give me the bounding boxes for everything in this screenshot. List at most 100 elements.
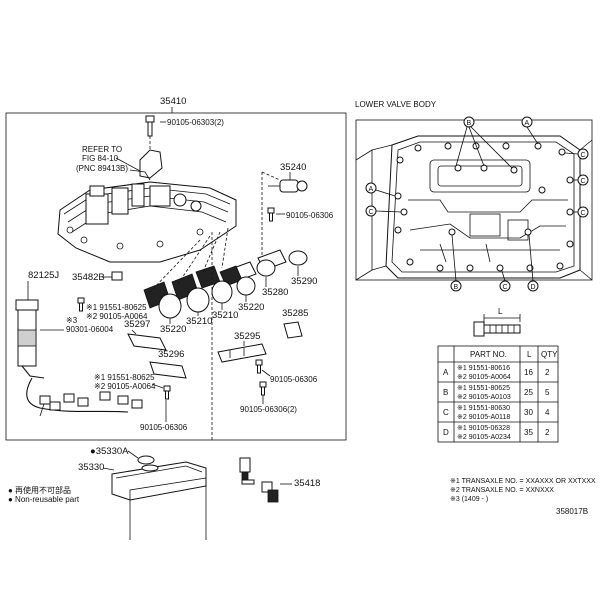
bolt-table xyxy=(437,345,559,443)
figure-code: 358017B xyxy=(556,507,588,516)
legend-non-reusable-en: ● Non-reusable part xyxy=(8,495,80,504)
plate-35296-icon xyxy=(149,361,187,379)
label-bolt-b1: ※1 91551-80625 xyxy=(94,373,155,382)
label-bolt-a1: ※1 91551-80625 xyxy=(86,303,147,312)
table-row-key: A xyxy=(443,368,449,377)
label-bolt-a2: ※2 90105-A0064 xyxy=(86,312,148,321)
svg-text:C: C xyxy=(503,284,508,291)
label-35280: 35280 xyxy=(262,287,288,298)
bolt-b-icon xyxy=(163,385,171,400)
shift-valve-35418-icon xyxy=(239,457,279,503)
callout-C-right-2: C xyxy=(573,174,589,186)
bolt-right-icon xyxy=(267,207,275,222)
table-row-l: 16 xyxy=(524,368,533,377)
label-bolt-right: 90105-06306 xyxy=(286,211,334,220)
label-35410: 35410 xyxy=(160,96,186,107)
note-3: ※3 (1409 - ) xyxy=(450,496,488,503)
clip-35482B-icon xyxy=(111,271,123,281)
svg-text:A: A xyxy=(525,120,530,127)
label-bolt-mid: 90105-06306 xyxy=(270,375,318,384)
label-35418: 35418 xyxy=(294,478,320,489)
plate-35297-icon xyxy=(127,333,167,351)
label-35330: 35330 xyxy=(78,462,104,473)
table-row-l: 35 xyxy=(524,428,533,437)
label-35220-right: 35220 xyxy=(238,302,264,313)
label-ref3: ※3 xyxy=(66,316,78,325)
bolt-length-diagram xyxy=(473,314,521,337)
svg-text:D: D xyxy=(531,284,536,291)
solenoid-35220-right-icon xyxy=(219,265,256,296)
top-bolt-icon xyxy=(145,115,155,137)
label-35210-left: 35210 xyxy=(186,316,212,327)
table-row-qty: 2 xyxy=(545,428,550,437)
table-row-part-1: ※1 90105-06328 xyxy=(457,425,510,432)
valve-body-assembly xyxy=(57,149,237,263)
label-82125J: 82125J xyxy=(28,270,59,281)
svg-text:C: C xyxy=(581,152,586,159)
table-row-key: B xyxy=(443,388,448,397)
table-row-qty: 2 xyxy=(545,368,550,377)
bolt-mid2-icon xyxy=(259,381,267,396)
solenoid-35220-left-icon xyxy=(143,281,182,319)
svg-text:A: A xyxy=(369,186,374,193)
callout-B-top: B xyxy=(455,116,513,169)
table-row-l: 30 xyxy=(524,408,533,417)
legend-non-reusable-jp: ● 再使用不可部品 xyxy=(8,485,71,495)
label-35297: 35297 xyxy=(124,319,150,330)
label-35240: 35240 xyxy=(280,162,306,173)
lower-valve-body-title: LOWER VALVE BODY xyxy=(355,100,437,109)
bolt-mid-icon xyxy=(255,359,263,374)
callout-A-left: A xyxy=(365,182,396,197)
svg-text:B: B xyxy=(454,284,459,291)
refer-line-1: REFER TO xyxy=(82,145,122,154)
bolt-a-icon xyxy=(77,297,85,312)
table-row-part-1: ※1 91551-80630 xyxy=(457,405,510,412)
oring-35330A-icon xyxy=(137,455,155,465)
table-row-key: D xyxy=(443,428,449,437)
label-35290: 35290 xyxy=(291,276,317,287)
label-35482B: 35482B xyxy=(72,272,105,283)
svg-text:B: B xyxy=(467,120,472,127)
callout-C-left: C xyxy=(365,205,402,217)
label-harness-pn: 90301-06004 xyxy=(66,325,114,334)
callout-C-right-3: C xyxy=(573,206,589,218)
note-2: ※2 TRANSAXLE NO. = XXNXXX xyxy=(450,487,554,494)
label-35285: 35285 xyxy=(282,308,308,319)
svg-text:C: C xyxy=(369,209,374,216)
oil-strainer-icon xyxy=(111,461,207,501)
table-row-qty: 5 xyxy=(545,388,550,397)
lower-valve-body-drawing xyxy=(355,119,593,281)
bolt-dimension-l: L xyxy=(498,307,503,316)
svg-text:C: C xyxy=(581,178,586,185)
label-bolt-b2: ※2 90105-A0064 xyxy=(94,382,156,391)
table-row-part-2: ※2 90105-A0118 xyxy=(457,414,510,421)
table-row-key: C xyxy=(443,408,449,417)
plate-35285-icon xyxy=(283,321,303,339)
svg-text:C: C xyxy=(581,210,586,217)
table-header-qty: QTY xyxy=(541,350,558,359)
label-35295: 35295 xyxy=(234,331,260,342)
table-row-part-2: ※2 90105-A0064 xyxy=(457,374,511,381)
table-row-qty: 4 xyxy=(545,408,550,417)
table-header-part-no: PART NO. xyxy=(470,350,507,359)
table-row-part-1: ※1 91551-80625 xyxy=(457,385,510,392)
label-35220-left: 35220 xyxy=(160,324,186,335)
label-35210-right: 35210 xyxy=(212,310,238,321)
main-frame xyxy=(5,112,347,441)
label-35296: 35296 xyxy=(158,349,184,360)
solenoid-35210-right-icon xyxy=(195,265,233,304)
table-row-part-2: ※2 90105-A0103 xyxy=(457,394,511,401)
refer-line-3: (PNC 89413B) xyxy=(76,164,128,173)
label-35330A: ●35330A xyxy=(90,446,129,457)
label-bolt-bottom: 90105-06306 xyxy=(140,423,188,432)
callout-C-right-1: C xyxy=(564,148,589,160)
table-row-part-2: ※2 90105-A0234 xyxy=(457,434,511,441)
refer-line-2: FIG 84-10 xyxy=(82,154,119,163)
solenoid-35240-icon xyxy=(268,179,308,193)
table-row-l: 25 xyxy=(524,388,533,397)
plate-35295-icon xyxy=(217,343,267,363)
callout-B-bottom-1: B xyxy=(450,234,462,292)
callout-D-bottom: D xyxy=(527,234,539,292)
table-row-part-1: ※1 91551-80616 xyxy=(457,365,510,372)
callout-C-bottom: C xyxy=(499,270,511,292)
